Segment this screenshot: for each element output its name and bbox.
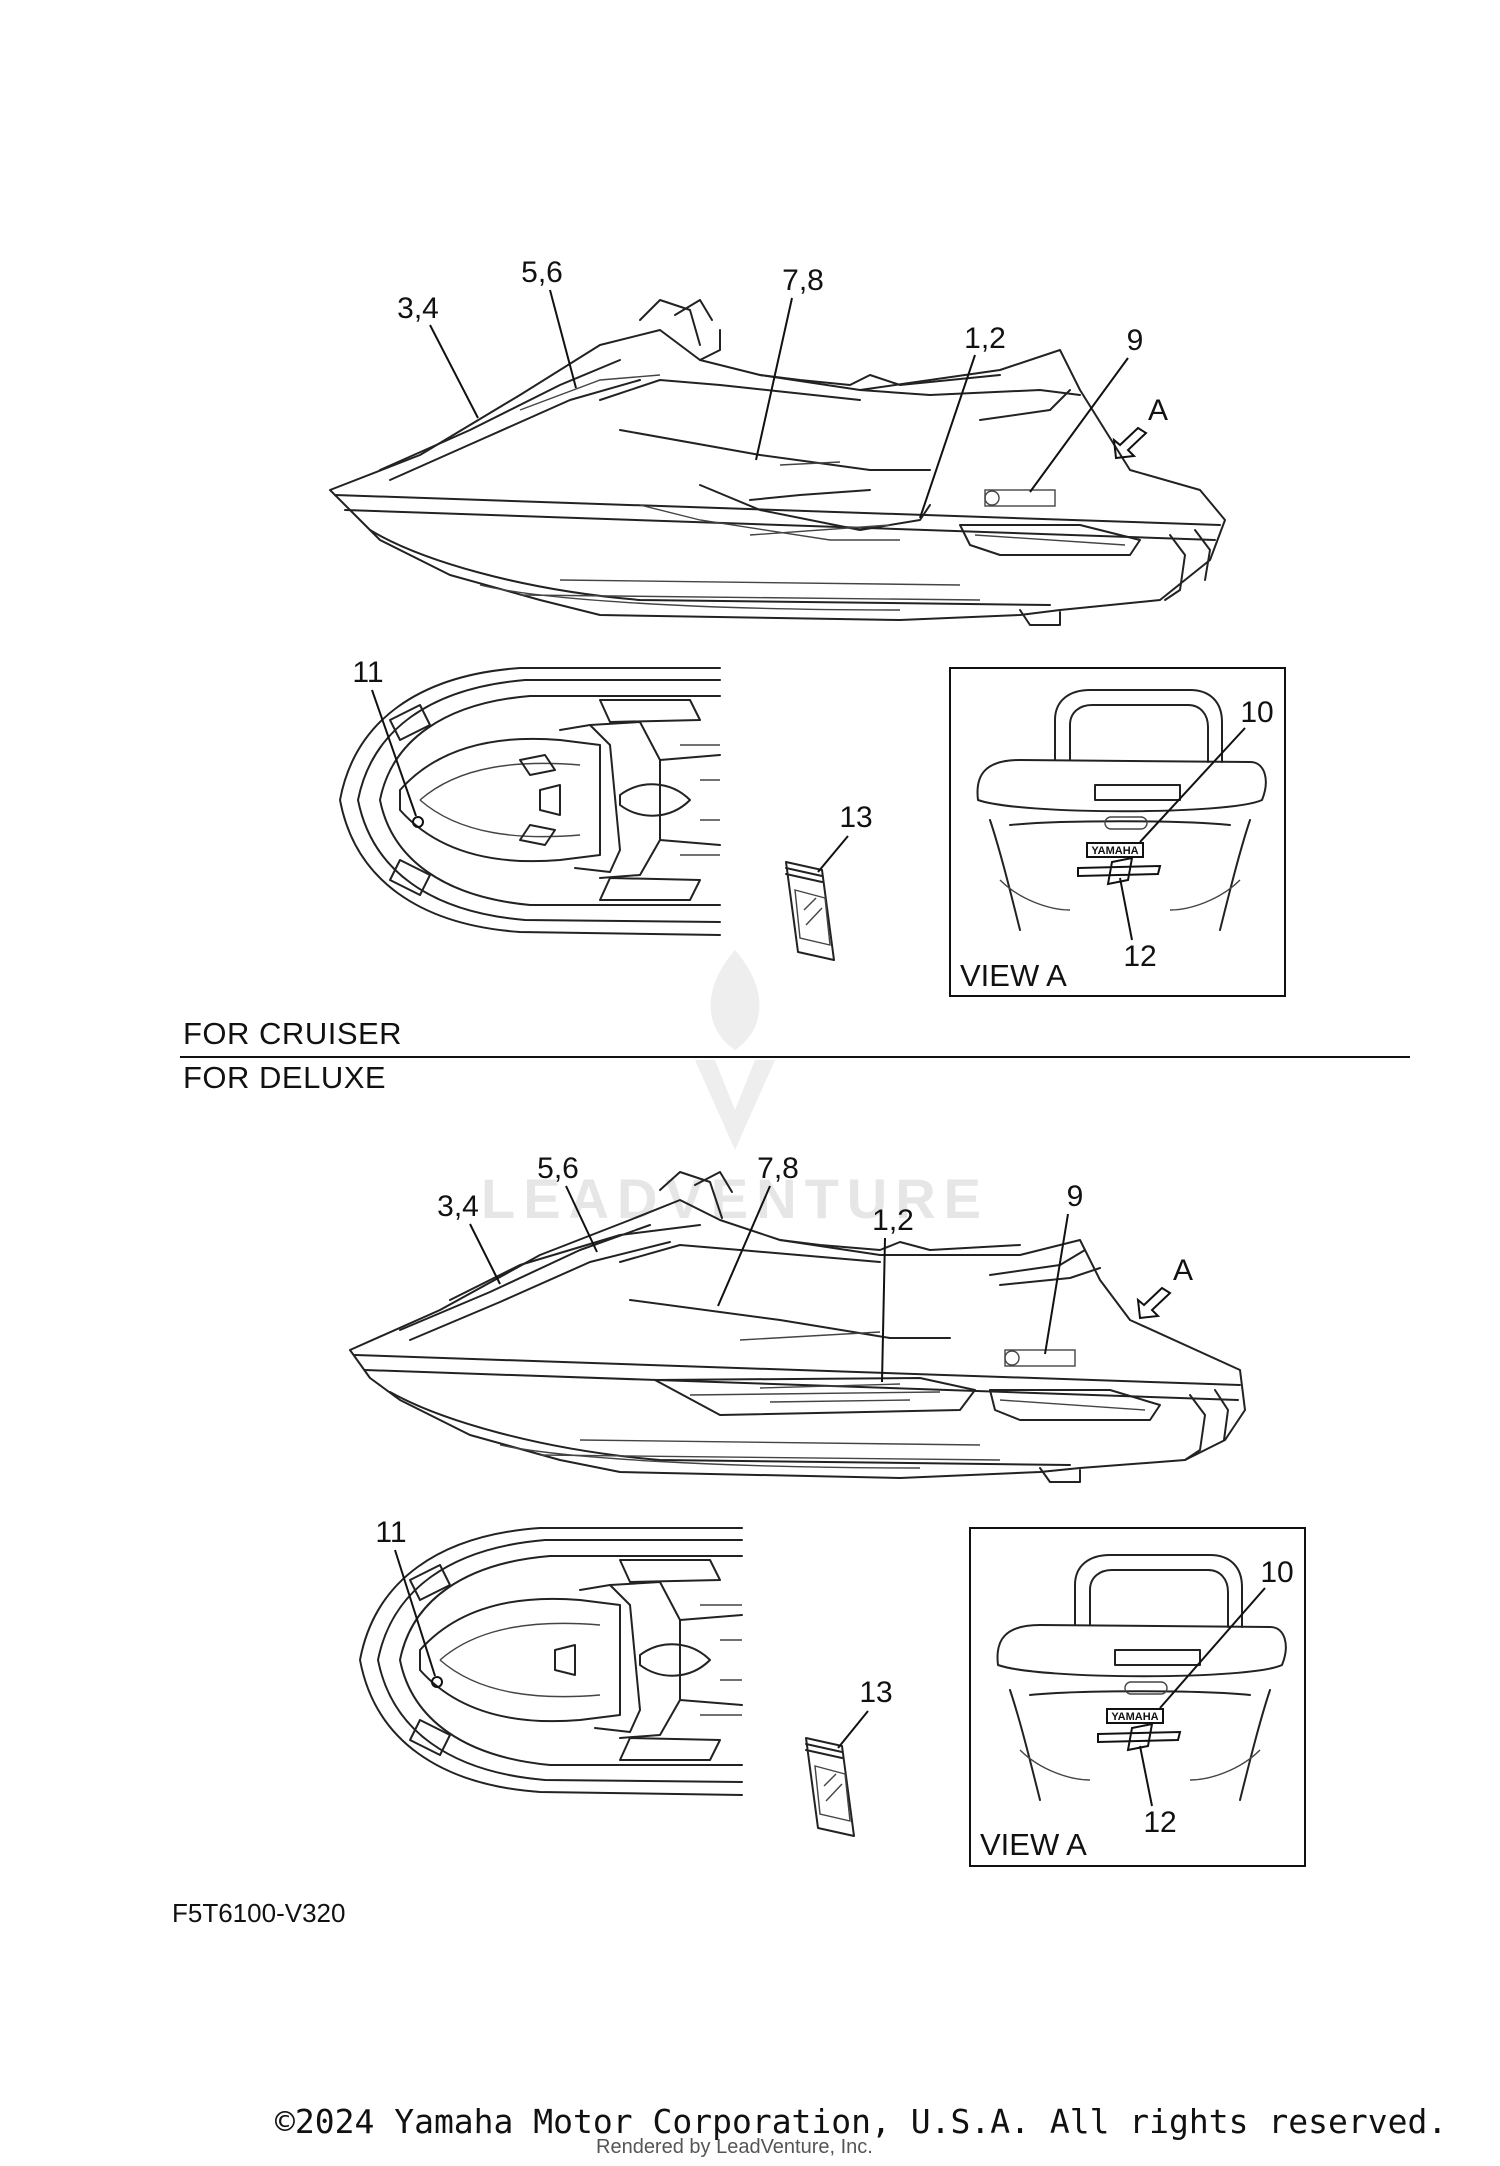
view-a-label: VIEW A xyxy=(960,958,1067,993)
callout-label: 1,2 xyxy=(872,1204,914,1237)
callout-label: 9 xyxy=(1067,1180,1084,1213)
cruiser-side-view xyxy=(329,299,1226,626)
copyright-notice: ©2024 Yamaha Motor Corporation, U.S.A. A… xyxy=(275,2102,1448,2141)
callout-label: 11 xyxy=(352,656,383,689)
deluxe-side-view xyxy=(349,1171,1246,1483)
cruiser-side-callouts: 3,4 5,6 7,8 1,2 9 A xyxy=(397,256,1168,519)
deluxe-top-callouts: 11 xyxy=(375,1516,436,1677)
section-label-cruiser: FOR CRUISER xyxy=(183,1016,403,1051)
view-arrow-label: A xyxy=(1148,394,1168,427)
diagram-code: F5T6100-V320 xyxy=(172,1898,346,1928)
view-arrow-label: A xyxy=(1173,1254,1193,1287)
callout-label: 13 xyxy=(859,1676,892,1709)
decal-text: YAMAHA xyxy=(1091,845,1138,857)
callout-label: 10 xyxy=(1240,696,1273,729)
callout-label: 5,6 xyxy=(537,1152,579,1185)
callout-label: 1,2 xyxy=(964,322,1006,355)
model-badge-decal xyxy=(1097,1722,1182,1752)
callout-label: 11 xyxy=(375,1516,406,1549)
deluxe-side-callouts: 3,4 5,6 7,8 1,2 9 A xyxy=(437,1152,1193,1383)
cruiser-view-a-box: YAMAHA 10 12 VIEW A xyxy=(949,667,1286,997)
callout-label: 3,4 xyxy=(397,292,439,325)
callout-label: 12 xyxy=(1123,940,1156,973)
callout-label: 3,4 xyxy=(437,1190,479,1223)
deluxe-view-a-box: YAMAHA 10 12 VIEW A xyxy=(969,1527,1306,1867)
rendered-by-credit: Rendered by LeadVenture, Inc. xyxy=(596,2136,873,2158)
leadventure-watermark: LEADVENTURE xyxy=(481,950,989,1230)
deluxe-sticker-sheet: 13 xyxy=(805,1676,893,1837)
callout-label: 9 xyxy=(1127,324,1144,357)
callout-label: 7,8 xyxy=(782,264,824,297)
view-arrow-icon xyxy=(1112,426,1148,460)
view-arrow-icon xyxy=(1136,1286,1172,1320)
cruiser-sticker-sheet: 13 xyxy=(785,801,873,961)
deluxe-top-view xyxy=(359,1527,743,1796)
cruiser-top-view xyxy=(339,667,721,936)
view-a-label: VIEW A xyxy=(980,1827,1087,1862)
callout-label: 12 xyxy=(1143,1806,1176,1839)
yamaha-plate-decal xyxy=(1106,1708,1164,1724)
callout-label: 5,6 xyxy=(521,256,563,289)
watermark-text: LEADVENTURE xyxy=(481,1167,989,1230)
callout-label: 10 xyxy=(1260,1556,1293,1589)
cruiser-top-callouts: 11 xyxy=(352,656,417,817)
section-label-deluxe: FOR DELUXE xyxy=(183,1060,387,1095)
callout-label: 7,8 xyxy=(757,1152,799,1185)
yamaha-plate-decal xyxy=(1086,842,1144,858)
model-badge-decal xyxy=(1077,856,1162,886)
decal-text: YAMAHA xyxy=(1111,1711,1158,1723)
callout-label: 13 xyxy=(839,801,872,834)
